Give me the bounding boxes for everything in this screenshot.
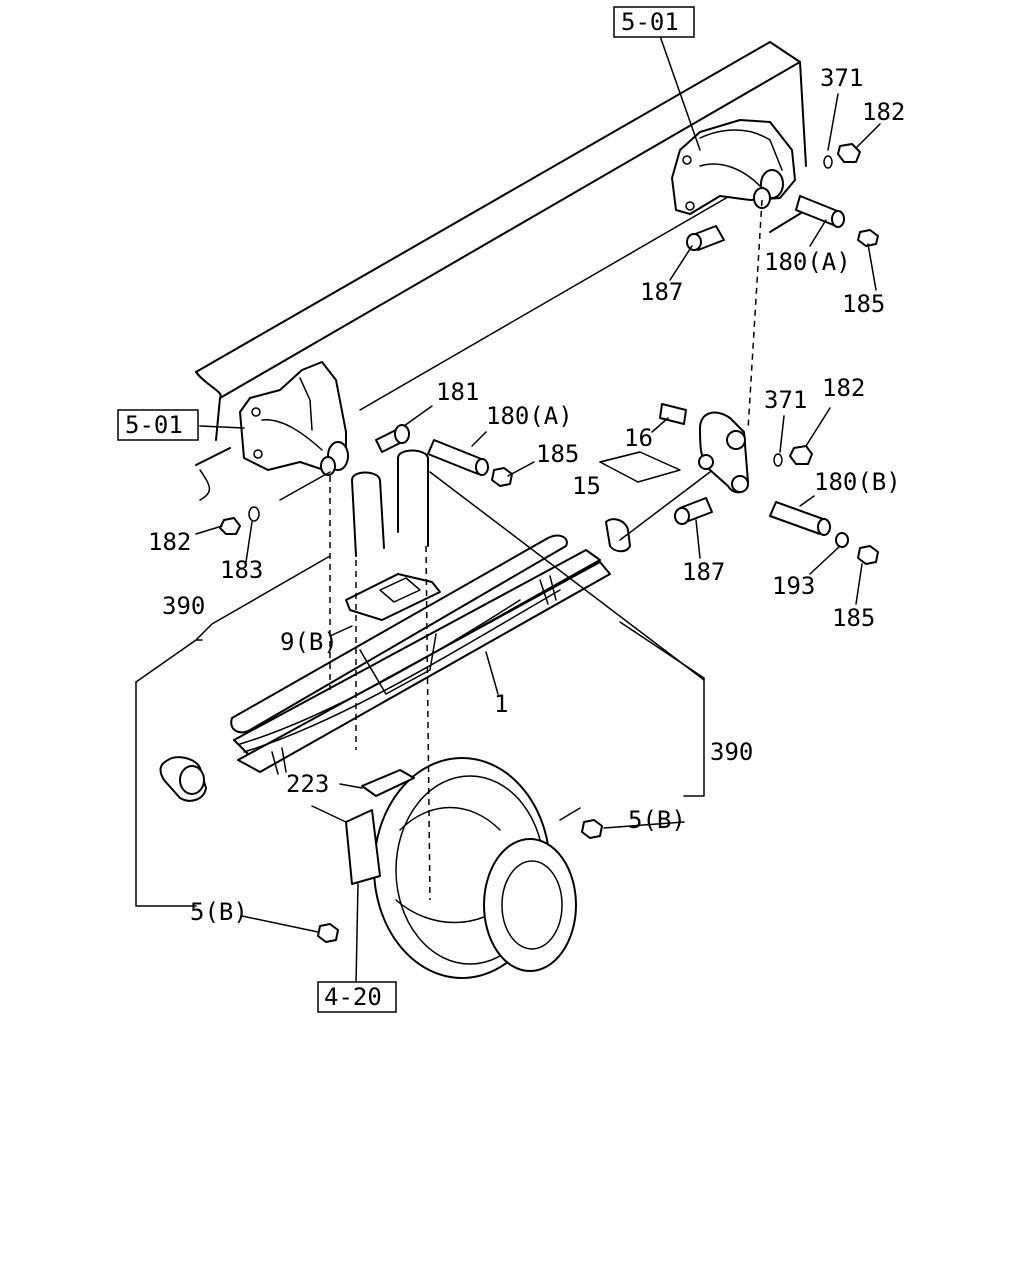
upper-left-hanger-bracket [239,361,349,476]
callout-1: 1 [494,690,508,718]
reference-boxes: 5-01 5-01 4-20 [117,6,695,1013]
callout-5b-left: 5(B) [190,898,248,926]
shackle-assembly [698,411,749,494]
part-callouts: 371 182 180(A) 185 187 181 180(A) 185 16… [148,64,905,926]
ref-box-4-20 [317,981,397,1013]
frame-rail [195,41,807,501]
callout-183: 183 [220,556,263,584]
ref-label-4-20: 4-20 [324,983,382,1011]
callout-9b: 9(B) [280,628,338,656]
callout-187-right: 187 [682,558,725,586]
callout-181: 181 [436,378,479,406]
callout-180a-top: 180(A) [764,248,851,276]
callout-16: 16 [624,424,653,452]
callout-390-left: 390 [162,592,205,620]
callout-187-top: 187 [640,278,683,306]
callout-180a-left: 180(A) [486,402,573,430]
alignment-lines [279,199,763,901]
ref-box-5-01-top [613,6,695,38]
ref-box-5-01-left [117,409,199,441]
callout-371-right: 371 [764,386,807,414]
callout-185-left: 185 [536,440,579,468]
upper-right-hanger-bracket [671,119,796,215]
callout-390-right: 390 [710,738,753,766]
callout-193: 193 [772,572,815,600]
leaf-spring [159,518,631,802]
callout-180b: 180(B) [814,468,901,496]
callout-185-right: 185 [832,604,875,632]
callout-182-right: 182 [822,374,865,402]
ref-label-5-01-left: 5-01 [125,411,183,439]
ref-label-5-01-top: 5-01 [621,8,679,36]
callout-5b-right: 5(B) [628,806,686,834]
callout-182-left: 182 [148,528,191,556]
leader-lines [135,35,881,985]
callout-182-top: 182 [862,98,905,126]
callout-223: 223 [286,770,329,798]
callout-185-top: 185 [842,290,885,318]
callout-15: 15 [572,472,601,500]
axle-hub [345,757,577,979]
callout-371-top: 371 [820,64,863,92]
